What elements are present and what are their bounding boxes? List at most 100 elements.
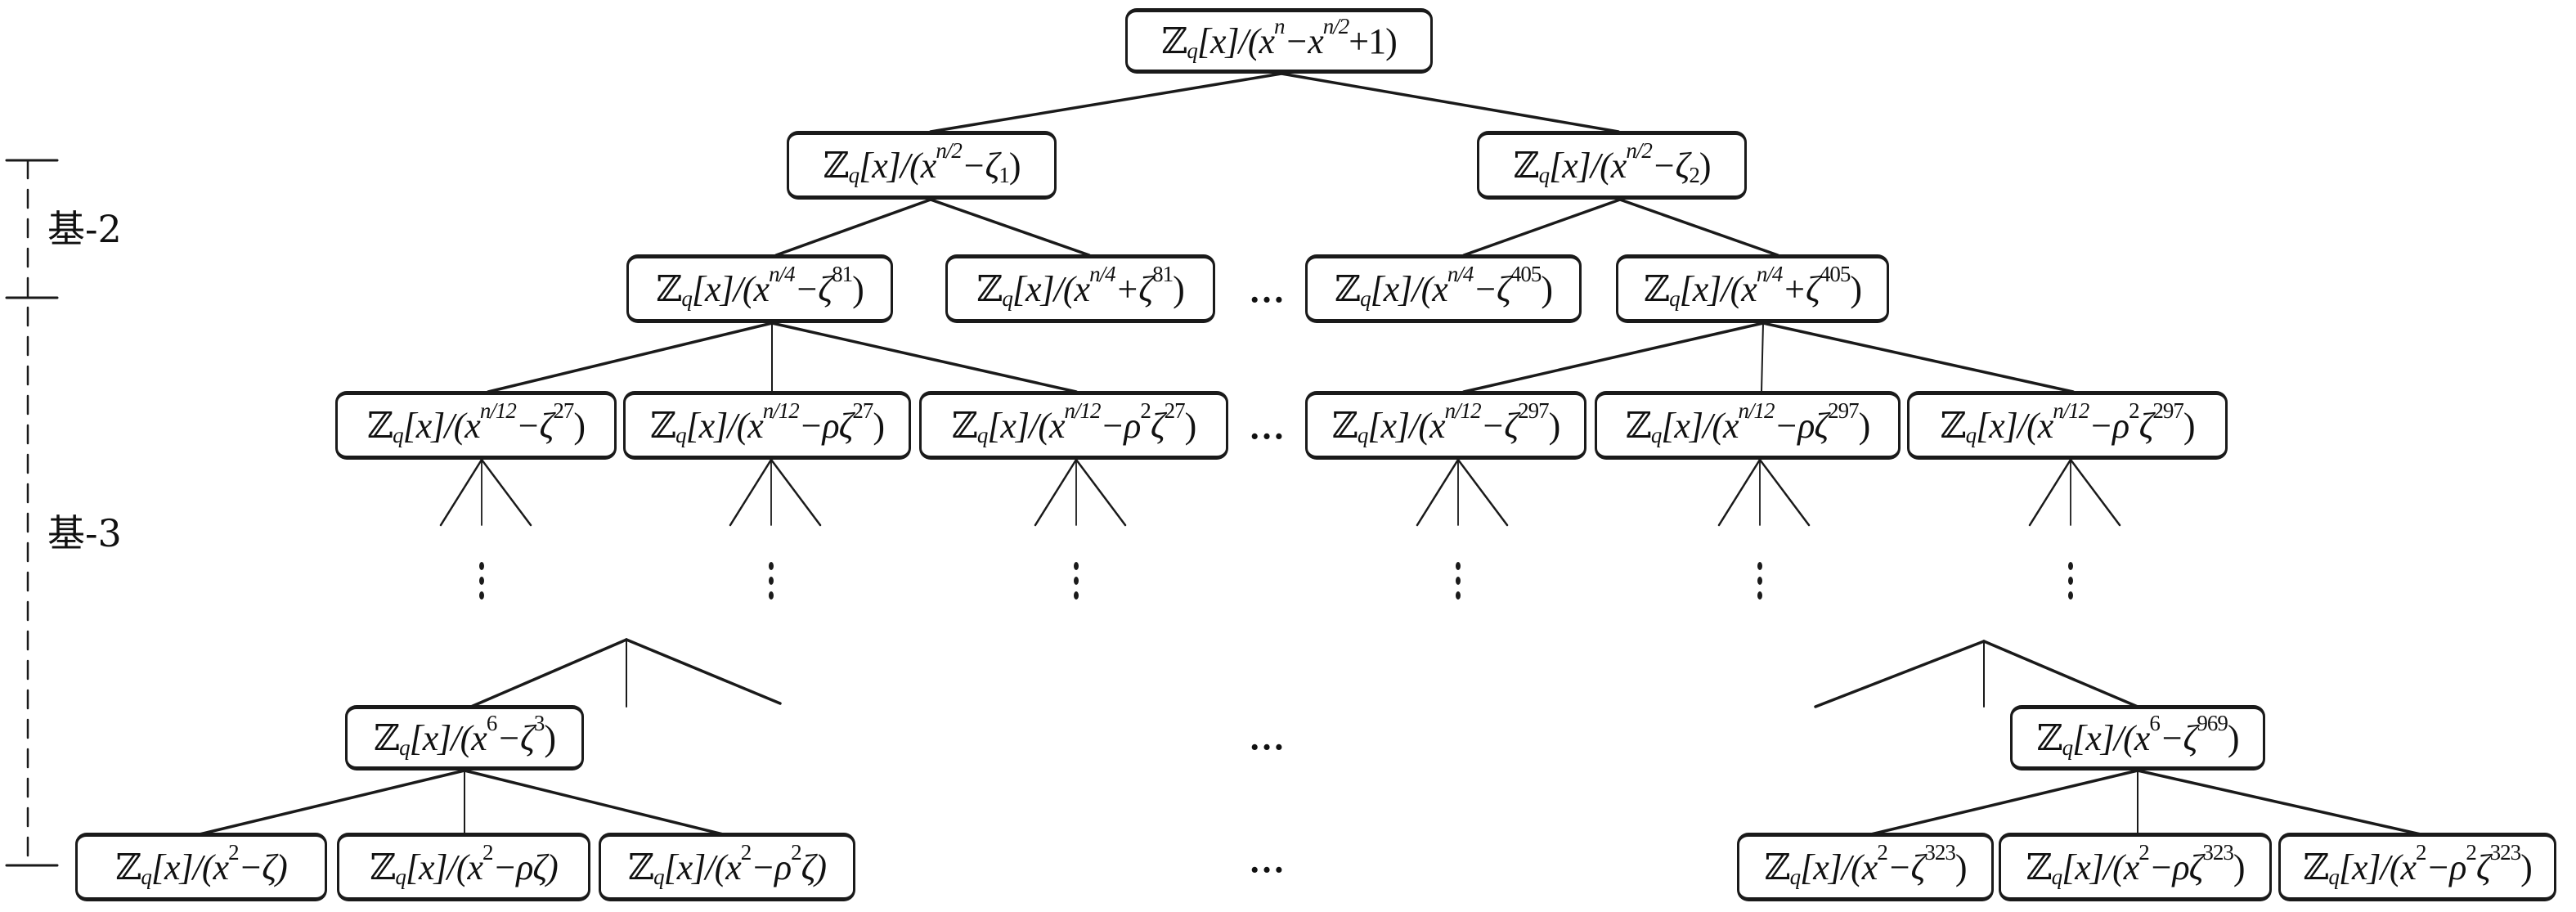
label-text: −ζ [515,405,554,446]
label-text: ) [1858,405,1871,446]
superscript: 2 [2416,839,2426,865]
fan-edge [770,458,822,527]
label-text: ℤ [649,405,676,446]
superscript: 27 [1164,398,1186,423]
vertical-ellipsis-dot [1757,562,1762,570]
label-text: ℤ [1161,20,1187,61]
label-text: ℤ [656,268,682,309]
label-text: [x]/(x [150,847,229,887]
label-text: [x]/(x [1196,20,1275,61]
partial-fans [439,458,2121,527]
subscript: 1 [999,162,1009,187]
label-text: [x]/(x [1367,405,1445,446]
label-text: [x]/(x [663,847,742,887]
fan-edge [1034,458,1078,527]
superscript: 2 [1877,839,1887,865]
superscript: n/12 [1738,398,1775,423]
subscript: q [395,864,406,889]
subscript: q [1965,422,1977,447]
label-text: ) [2227,717,2240,758]
vertical-ellipsis-dot [479,577,484,585]
subscript: q [1357,422,1368,447]
label-text: −x [1284,20,1324,61]
label-text: −ζ [1473,268,1511,309]
label-text: ℤ [1764,847,1791,887]
vertical-ellipsis-dot [1074,591,1079,600]
label-text: −ζ [1651,145,1690,186]
label-text: ℤ [1335,268,1361,309]
vertical-ellipsis-dot [2068,577,2073,585]
label-text: ) [2233,847,2246,887]
subscript: q [2328,864,2339,889]
label-text: [x]/(x [2072,717,2150,758]
superscript: n/4 [769,261,796,286]
superscript: 2 [2138,839,2149,865]
label-text: ℤ [2303,847,2329,887]
label-text: ) [873,405,885,446]
label-text: ℤ [374,717,400,758]
superscript: 6 [2149,710,2160,735]
label-text: ζ) [801,847,827,887]
superscript: 2 [2466,839,2476,865]
subscript: q [1650,422,1662,447]
edges-thick [198,72,2422,836]
superscript: n/4 [1756,261,1784,286]
vertical-ellipsis-dot [2068,562,2073,570]
label-text: −ρζ [798,405,854,446]
label-text: +ζ [1115,268,1154,309]
superscript: 2 [1140,398,1151,423]
subscript: q [1187,38,1197,63]
radix-3-label: 基-3 [47,511,122,555]
vertical-ellipses [479,562,2073,600]
label-text: −ζ [1480,405,1519,446]
label-text: [x]/(x [1012,268,1090,309]
superscript: 297 [2152,398,2183,423]
vertical-ellipsis-dot [2068,591,2073,600]
label-text: ℤ [367,405,393,446]
label-text: ) [1184,405,1197,446]
label-text: ) [573,405,586,446]
subscript: q [2051,864,2062,889]
fan-edge [1075,458,1127,527]
label-text: ℤ [370,847,396,887]
label-text: [x]/(x [987,405,1065,446]
vertical-ellipsis-dot [1074,577,1079,585]
label-text: ) [1699,145,1712,186]
label-text: ζ [2475,847,2491,887]
horizontal-ellipsis: … [1249,407,1286,447]
label-text: −ζ [961,145,1000,186]
subscript: q [393,422,403,447]
label-text: ) [1850,268,1862,309]
subscript: q [653,864,664,889]
superscript: 297 [1828,398,1859,423]
label-text: [x]/(x [1679,268,1757,309]
superscript: n/12 [762,398,800,423]
label-text: [x]/(x [405,847,483,887]
horizontal-ellipsis: … [1249,840,1286,881]
edges-thin [464,322,2138,835]
label-text: +1) [1349,20,1397,61]
superscript: 2 [740,839,752,865]
subscript: 2 [1689,162,1699,187]
superscript: 297 [1518,398,1549,423]
label-text: −ρ [2089,405,2129,446]
subscript: q [976,422,988,447]
label-text: [x]/(x [691,268,770,309]
horizontal-ellipsis: … [1249,717,1286,758]
superscript: 27 [852,398,873,423]
subscript: q [848,162,859,187]
